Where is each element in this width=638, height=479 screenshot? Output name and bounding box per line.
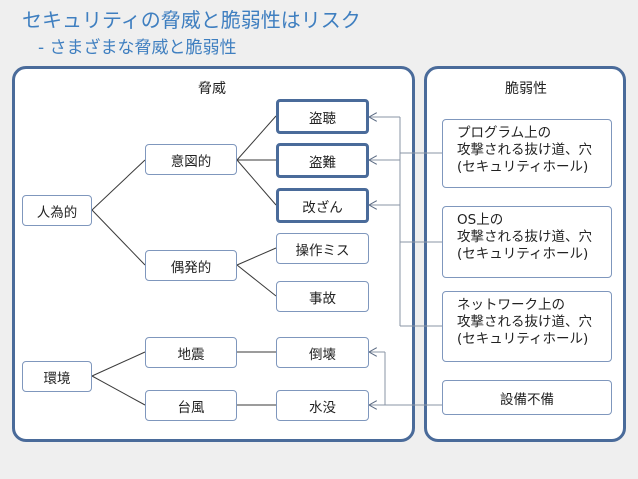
node-kankyo: 環境	[22, 361, 92, 392]
vulnerability-os-line3: (セキュリティホール)	[457, 246, 589, 262]
node-taifu: 台風	[145, 390, 237, 421]
node-itoteki: 意図的	[145, 144, 237, 175]
threats-panel-label: 脅威	[198, 81, 226, 97]
slide-title: セキュリティの脅威と脆弱性はリスク	[22, 8, 361, 32]
node-sosa: 操作ミス	[276, 233, 369, 264]
node-kaizan: 改ざん	[276, 188, 369, 223]
branch-kankyo-taifu	[91, 375, 146, 406]
node-jishin: 地震	[145, 337, 237, 368]
node-suibotsu: 水没	[276, 390, 369, 421]
branch-jinni-guhatsu	[91, 209, 146, 266]
branch-guhatsu-sosa	[236, 247, 277, 266]
node-tocho: 盗聴	[276, 99, 369, 134]
node-tokai: 倒壊	[276, 337, 369, 368]
vulnerability-network-line2: 攻撃される抜け道、穴	[457, 314, 592, 330]
branch-jinni-itoteki	[91, 159, 146, 211]
branch-guhatsu-jiko	[236, 264, 277, 297]
vulnerability-os: OS上の 攻撃される抜け道、穴 (セキュリティホール)	[442, 206, 612, 278]
vulnerability-program-line2: 攻撃される抜け道、穴	[457, 142, 592, 158]
vulnerability-program-line3: (セキュリティホール)	[457, 159, 589, 175]
node-tonan: 盗難	[276, 143, 369, 178]
slide-subtitle: - さまざまな脅威と脆弱性	[38, 38, 237, 58]
node-jinni: 人為的	[22, 195, 92, 226]
branch-itoteki-tocho	[236, 115, 277, 161]
node-guhatsu: 偶発的	[145, 250, 237, 281]
vulnerability-facility: 設備不備	[442, 380, 612, 415]
vulnerability-network-line1: ネットワーク上の	[457, 297, 565, 313]
vulnerability-program-line1: プログラム上の	[457, 125, 552, 141]
vulnerability-network-line3: (セキュリティホール)	[457, 331, 589, 347]
vulnerability-os-line1: OS上の	[457, 212, 504, 228]
branch-kankyo-jishin	[91, 351, 146, 377]
vulnerability-network: ネットワーク上の 攻撃される抜け道、穴 (セキュリティホール)	[442, 291, 612, 362]
vulnerabilities-panel-label: 脆弱性	[505, 81, 547, 97]
node-jiko: 事故	[276, 281, 369, 312]
vulnerability-program: プログラム上の 攻撃される抜け道、穴 (セキュリティホール)	[442, 119, 612, 188]
branch-itoteki-kaizan	[236, 159, 277, 206]
vulnerability-os-line2: 攻撃される抜け道、穴	[457, 229, 592, 245]
